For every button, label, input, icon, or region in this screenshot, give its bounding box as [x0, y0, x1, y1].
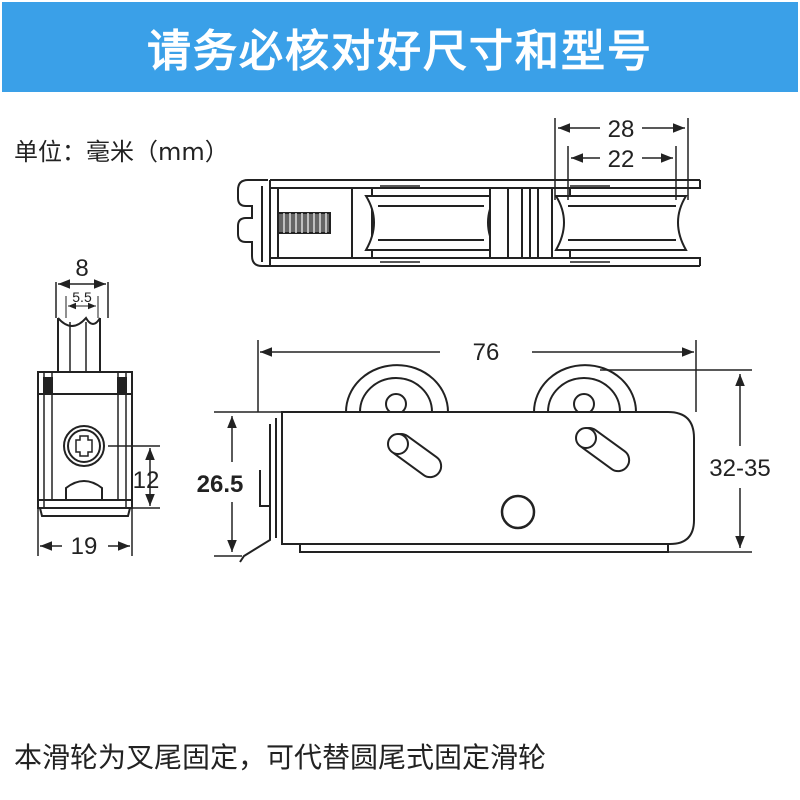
- front-view-dimensions: [214, 340, 752, 557]
- footer-note: 本滑轮为叉尾固定，可代替圆尾式固定滑轮: [14, 741, 547, 774]
- dim-22: 22: [608, 146, 635, 173]
- dim-12: 12: [133, 467, 160, 494]
- top-view: [237, 179, 701, 267]
- dim-76: 76: [473, 339, 500, 366]
- dim-32-35: 32-35: [709, 455, 770, 482]
- front-view: [239, 364, 695, 563]
- dim-26-5: 26.5: [197, 471, 244, 498]
- side-view: [37, 316, 133, 517]
- side-view-dimensions: [37, 279, 160, 556]
- unit-note: 单位：毫米（mm）: [14, 138, 229, 166]
- dim-28: 28: [608, 116, 635, 143]
- top-view-dimensions: [554, 118, 689, 200]
- dim-8: 8: [75, 255, 88, 282]
- header-banner: 请务必核对好尺寸和型号: [2, 2, 798, 92]
- dim-19: 19: [71, 533, 98, 560]
- dim-5-5: 5.5: [72, 289, 92, 305]
- page-title: 请务必核对好尺寸和型号: [147, 26, 653, 77]
